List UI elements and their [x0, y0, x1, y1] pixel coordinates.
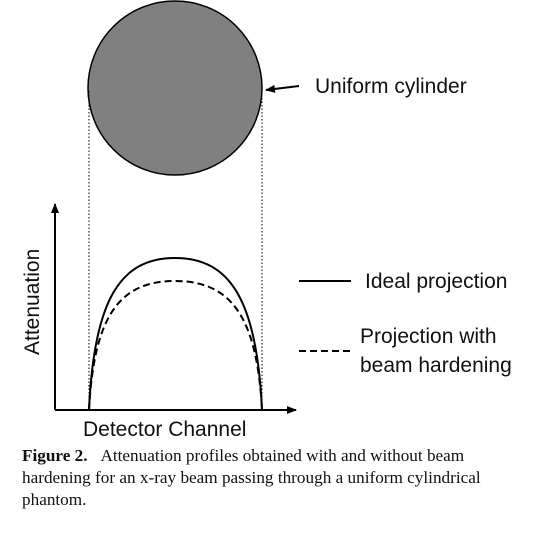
beam-hardening-curve — [88, 279, 263, 411]
caption-figure-label: Figure 2. — [22, 446, 88, 465]
cylinder-label: Uniform cylinder — [315, 75, 467, 98]
legend-hardening-label-line2: beam hardening — [360, 354, 512, 377]
cylinder-pointer-arrow — [265, 84, 300, 93]
diagram-svg: Uniform cylinder Attenuation Detector Ch… — [21, 0, 512, 440]
legend-ideal-label: Ideal projection — [365, 270, 507, 293]
legend-hardening-label-line1: Projection with — [360, 325, 497, 348]
y-axis-label: Attenuation — [21, 249, 44, 355]
ideal-projection-curve — [88, 256, 263, 411]
x-axis-label: Detector Channel — [83, 418, 246, 440]
caption-text: Attenuation profiles obtained with and w… — [22, 446, 481, 509]
figure-caption: Figure 2. Attenuation profiles obtained … — [22, 445, 527, 511]
uniform-cylinder — [87, 0, 263, 176]
